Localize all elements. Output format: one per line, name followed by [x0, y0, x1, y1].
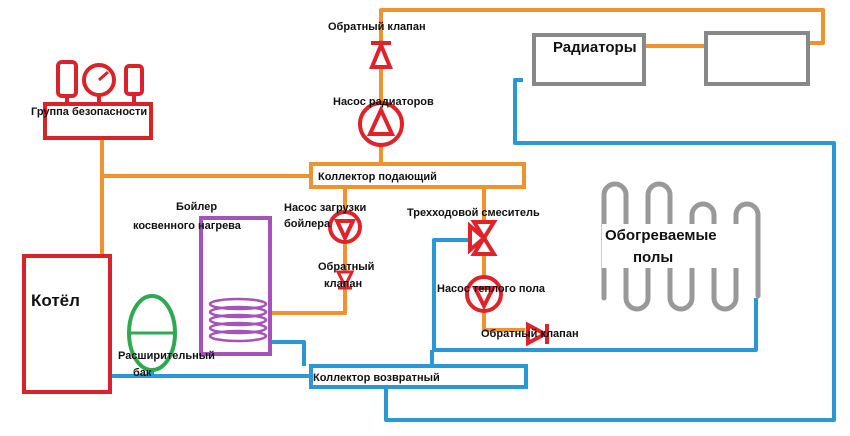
indirect-boiler-label-line1: Бойлер: [176, 201, 217, 213]
safety-group-frame: [43, 102, 153, 140]
check-valve-icon: [335, 270, 355, 290]
boiler: [22, 254, 112, 394]
air-vent-icon: [124, 64, 144, 96]
return-pipe-outer: [384, 78, 836, 422]
floor-pump-label: Насос теплого пола: [437, 283, 546, 295]
boiler-pump-label-line1: Насос загрузки: [284, 202, 366, 214]
three-way-mixer-label: Трехходовой смеситель: [407, 207, 540, 219]
radiator-right: [704, 31, 810, 86]
indirect-boiler-label-line2: косвенного нагрева: [133, 220, 242, 232]
return-pipe-boiler-coil: [270, 340, 306, 366]
return-pipe-mixer: [432, 238, 469, 350]
manometer-needle: [98, 70, 109, 82]
pump-icon: [465, 275, 503, 313]
expansion-tank-label-line2: бак: [133, 367, 152, 379]
indirect-boiler-coil: [208, 297, 268, 343]
check-valve-mid-label-line1: Обратный: [318, 261, 374, 273]
heated-floors-label-line2: полы: [633, 249, 673, 266]
safety-group: [43, 60, 153, 140]
radiators-label: Радиаторы: [553, 39, 637, 56]
safety-group-label: Группа безопасности: [31, 106, 147, 118]
return-manifold: [309, 364, 528, 389]
heated-floors-label-line1: Обогреваемые: [605, 227, 717, 244]
return-pipe-floor: [432, 298, 758, 352]
check-valve-floor-label: Обратный клапан: [481, 328, 579, 340]
pump-icon: [358, 101, 404, 147]
radiator-pump-label: Насос радиаторов: [333, 96, 434, 108]
heated-floor-loop: [601, 181, 761, 312]
expansion-tank-label-line1: Расширительный: [118, 350, 215, 362]
check-valve-icon: [526, 321, 550, 347]
check-valve-top-label: Обратный клапан: [328, 21, 426, 33]
safety-valve-icon: [56, 60, 78, 98]
radiator-left: [532, 33, 646, 86]
boiler-pump-label-line2: бойлера: [284, 218, 331, 230]
check-valve-mid-label-line2: клапан: [324, 278, 362, 290]
supply-manifold-label: Коллектор подающий: [318, 171, 437, 183]
return-pipes: [110, 78, 836, 422]
return-manifold-label: Коллектор возвратный: [313, 372, 440, 384]
heated-floors-label-bg: [602, 224, 742, 268]
three-way-valve-icon: [468, 220, 498, 256]
pump-icon: [328, 210, 362, 244]
boiler-label: Котёл: [31, 291, 80, 310]
supply-manifold: [309, 162, 526, 189]
check-valve-icon: [369, 39, 393, 69]
